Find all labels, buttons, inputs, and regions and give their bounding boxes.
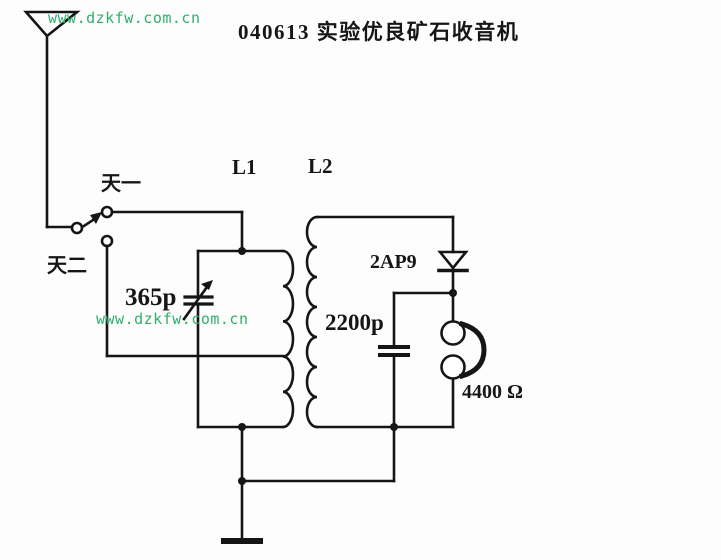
antenna-switch [45, 205, 114, 248]
switch-label-antenna1: 天一 [101, 173, 141, 195]
antenna-icon [23, 10, 81, 229]
switch-contact-antenna1 [100, 205, 114, 219]
coil-l1-label: L1 [232, 155, 257, 179]
watermark-top: www.dzkfw.com.cn [48, 9, 201, 27]
coil-l2-label: L2 [308, 154, 333, 178]
junction-dots [238, 247, 457, 485]
watermark-middle: www.dzkfw.com.cn [96, 310, 249, 328]
tuning-capacitor-label: 365p [125, 284, 177, 311]
switch-common-contact [70, 221, 84, 235]
variable-capacitor-365p [182, 280, 214, 321]
page-title: 040613 实验优良矿石收音机 [238, 20, 520, 44]
capacitor-2200p [378, 345, 410, 357]
switch-label-antenna2: 天二 [47, 255, 87, 277]
diode-2ap9 [437, 250, 469, 273]
coil-l2 [305, 215, 319, 429]
diode-label: 2AP9 [370, 251, 417, 273]
switch-arrow [90, 212, 102, 224]
switch-contact-antenna2 [100, 234, 114, 248]
earphone-icon [440, 320, 487, 380]
fixed-capacitor-label: 2200p [325, 310, 384, 335]
coil-l1 [281, 249, 295, 429]
earphone-label: 4400 Ω [462, 381, 524, 403]
variable-capacitor-arrow [201, 280, 213, 290]
